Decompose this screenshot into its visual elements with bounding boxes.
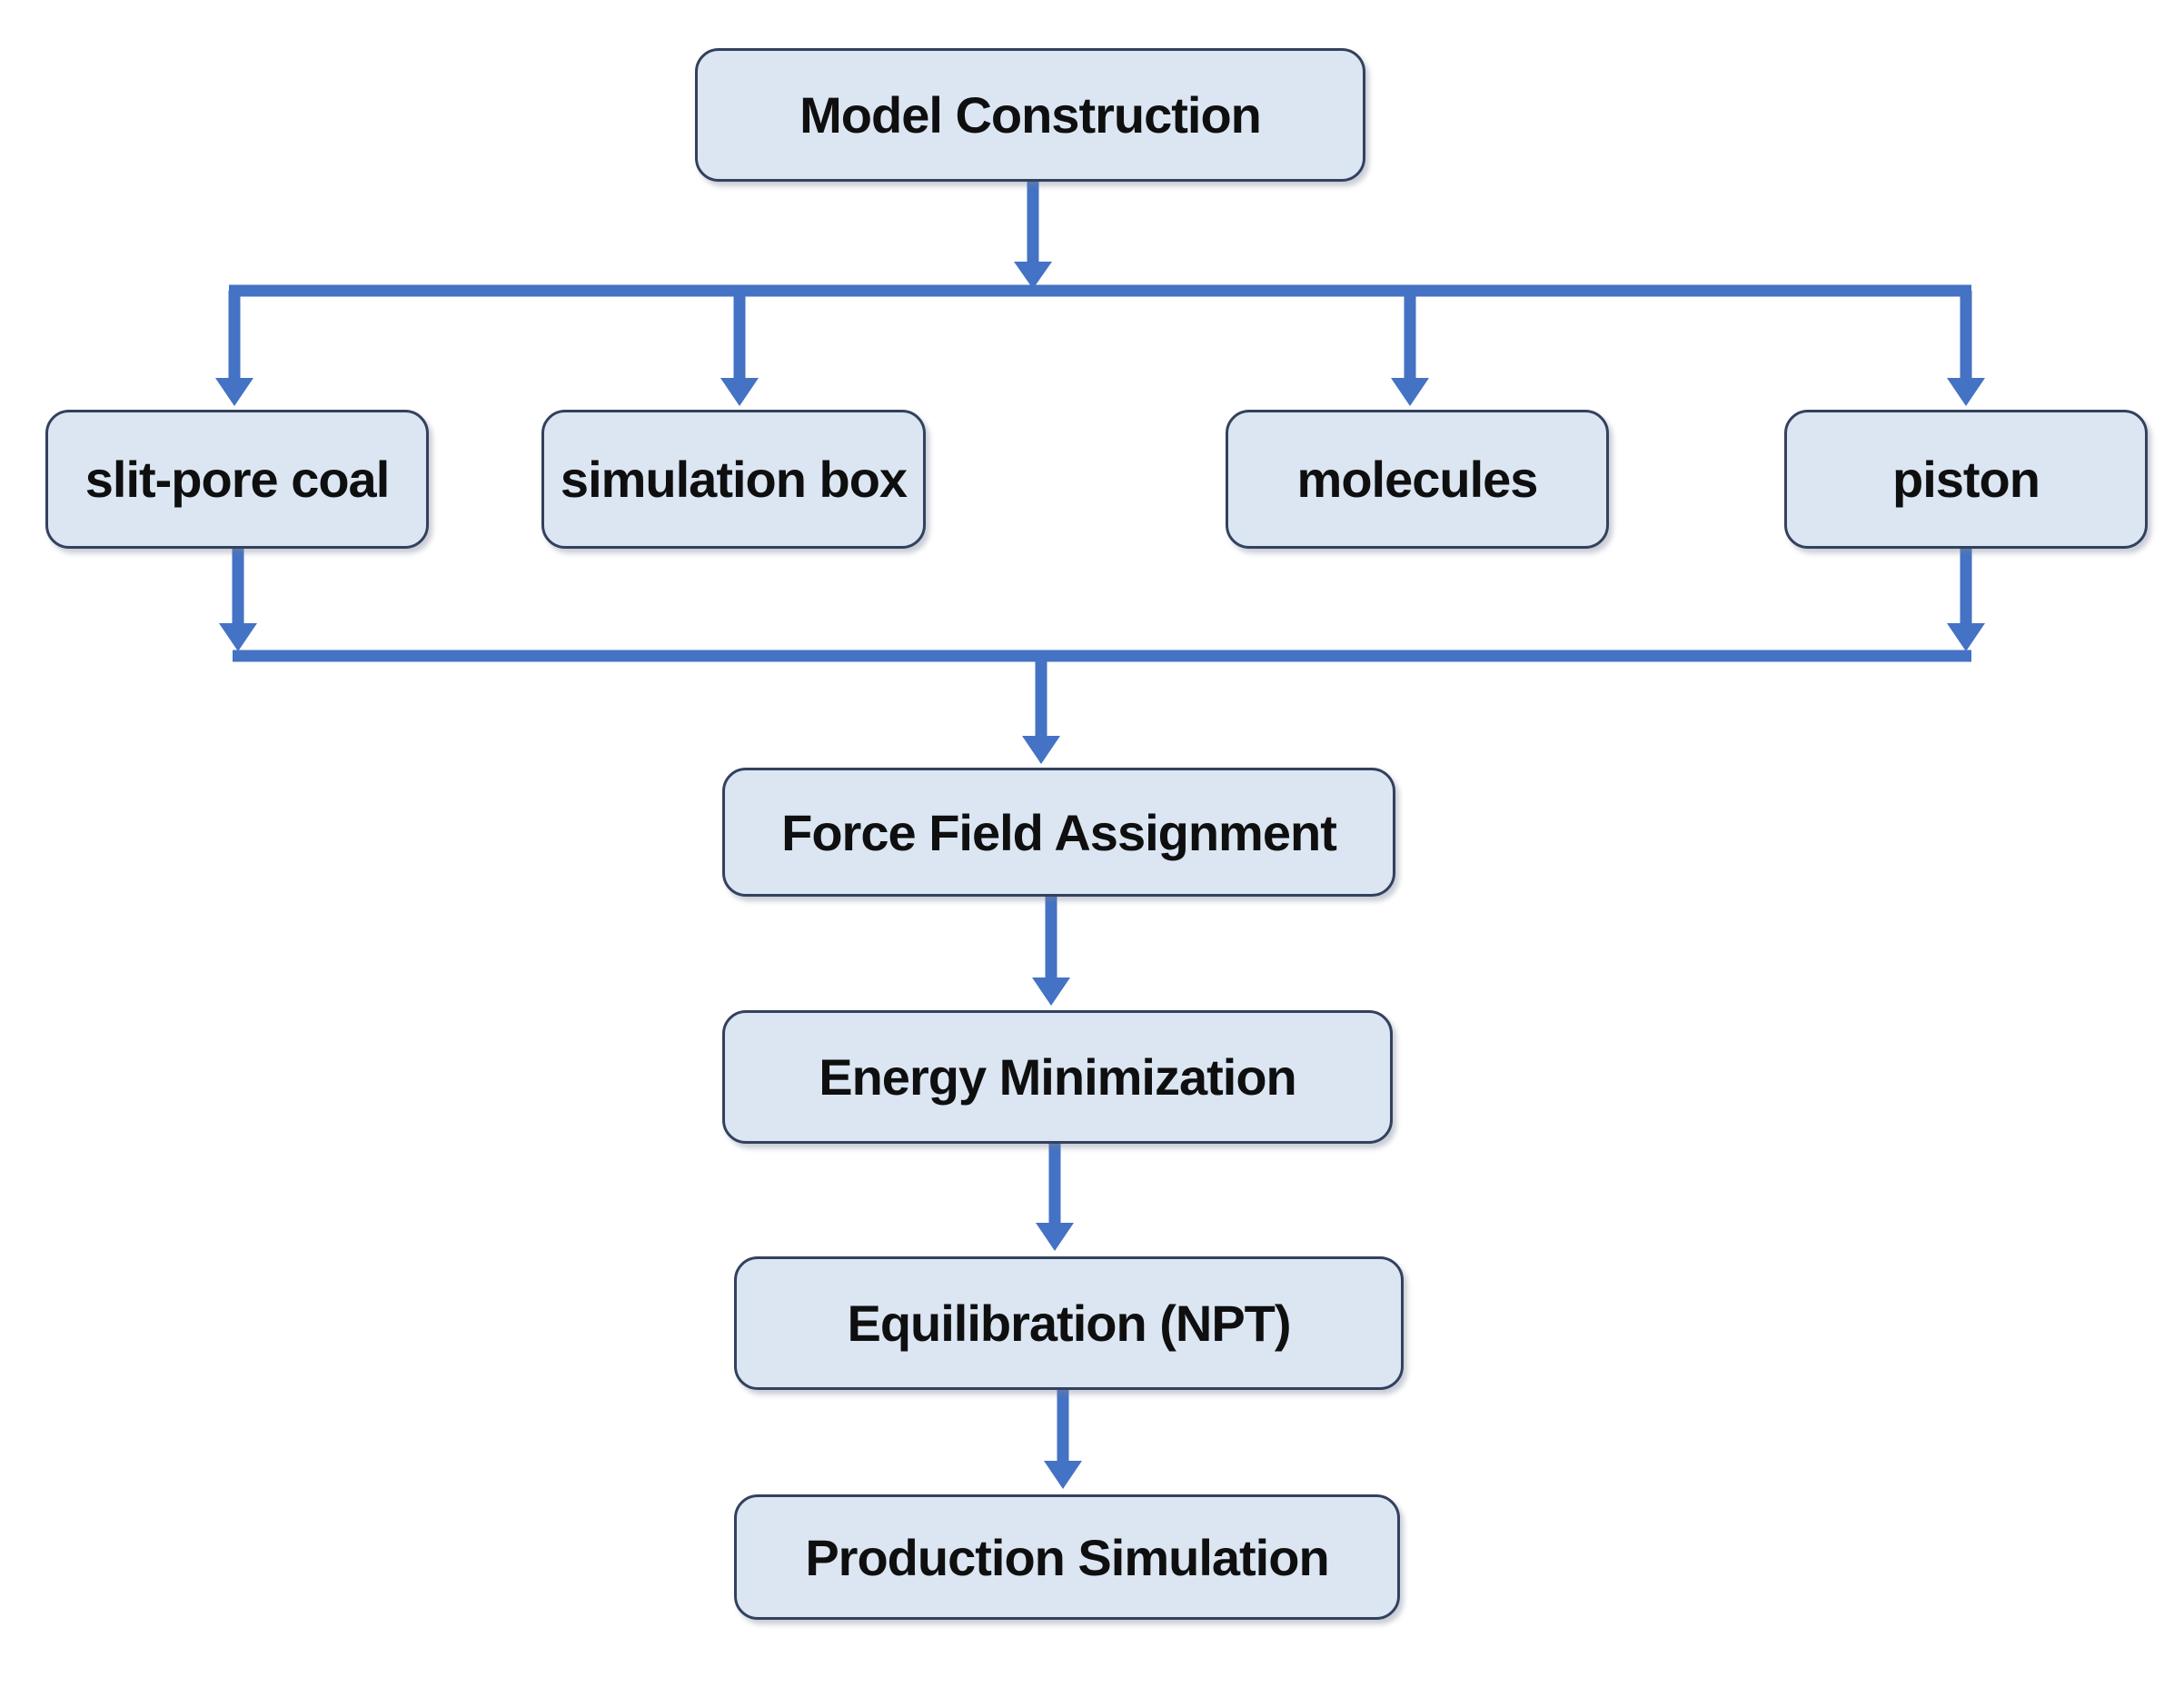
edge-slit-pore-coal-to-merge-line: [219, 545, 257, 651]
arrowhead-down-icon: [1044, 1461, 1082, 1489]
arrowhead-down-icon: [1022, 736, 1060, 764]
node-label: piston: [1892, 451, 2040, 508]
node-piston: piston: [1784, 410, 2148, 549]
node-label: Energy Minimization: [819, 1048, 1296, 1106]
node-label: Production Simulation: [805, 1528, 1329, 1586]
node-molecules: molecules: [1226, 410, 1609, 549]
node-force-field-assignment: Force Field Assignment: [722, 768, 1395, 897]
edge-energy-minimization-to-equilibration: [1036, 1140, 1074, 1251]
arrowhead-down-icon: [215, 378, 253, 406]
edge-branch-to-simulation-box: [720, 291, 759, 406]
arrowhead-down-icon: [1036, 1223, 1074, 1251]
arrowhead-down-icon: [1947, 378, 1985, 406]
node-energy-minimization: Energy Minimization: [722, 1010, 1393, 1144]
edge-model-construction-to-branch-line: [1014, 178, 1052, 289]
node-model-construction: Model Construction: [695, 48, 1365, 182]
edge-piston-to-merge-line: [1947, 545, 1985, 651]
node-label: molecules: [1296, 451, 1539, 508]
node-equilibration-npt: Equilibration (NPT): [734, 1256, 1404, 1390]
edge-branch-to-slit-pore-coal: [215, 291, 253, 406]
arrowhead-down-icon: [219, 623, 257, 651]
node-label: Force Field Assignment: [781, 803, 1337, 861]
node-slit-pore-coal: slit-pore coal: [45, 410, 429, 549]
edge-branch-to-piston: [1947, 291, 1985, 406]
arrowhead-down-icon: [1391, 378, 1429, 406]
arrowhead-down-icon: [1032, 977, 1070, 1006]
node-label: Equilibration (NPT): [847, 1295, 1291, 1352]
arrowhead-down-icon: [720, 378, 759, 406]
node-production-simulation: Production Simulation: [734, 1494, 1400, 1620]
edge-equilibration-to-production-simulation: [1044, 1386, 1082, 1489]
edge-branch-to-molecules: [1391, 291, 1429, 406]
node-label: Model Construction: [799, 86, 1262, 144]
edge-merge-line-to-force-field-assignment: [1022, 656, 1060, 764]
edge-force-field-assignment-to-energy-minimization: [1032, 892, 1070, 1006]
arrowhead-down-icon: [1014, 262, 1052, 289]
arrowhead-down-icon: [1947, 623, 1985, 651]
node-simulation-box: simulation box: [541, 410, 926, 549]
node-label: simulation box: [560, 451, 908, 508]
node-label: slit-pore coal: [84, 451, 391, 508]
